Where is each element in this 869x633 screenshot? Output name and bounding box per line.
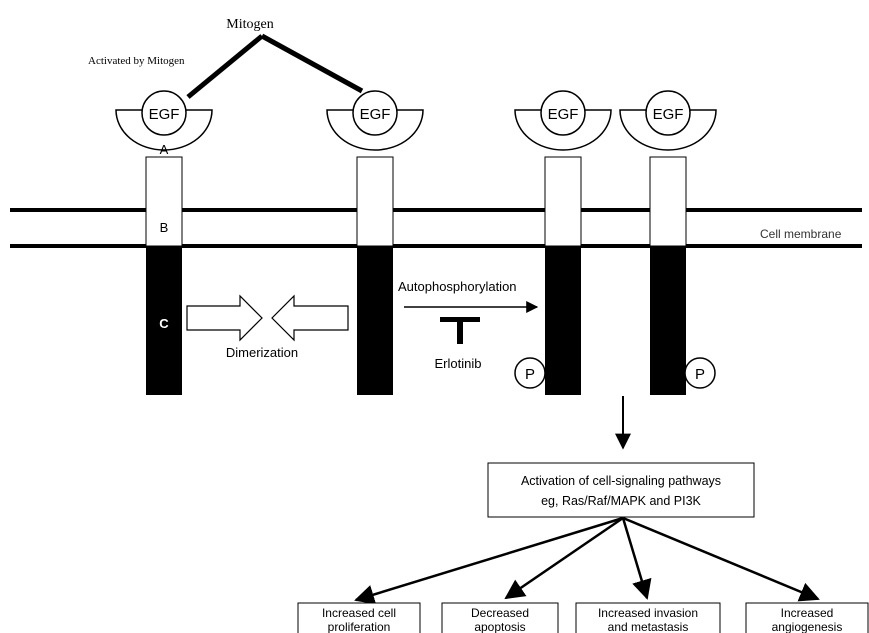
branch-arrow-apoptosis bbox=[504, 516, 624, 600]
receptor-1: EGF A B C bbox=[115, 90, 213, 395]
outcome-proliferation-line2: proliferation bbox=[328, 620, 391, 633]
receptor-2: EGF bbox=[326, 90, 424, 395]
receptor-3: EGF P bbox=[514, 90, 612, 395]
receptor-3-phosphate bbox=[514, 357, 546, 389]
branch-arrow-invasion bbox=[621, 517, 652, 600]
outcome-angiogenesis-line2: angiogenesis bbox=[772, 620, 843, 633]
receptor-4-phosphate bbox=[684, 357, 716, 389]
outcome-invasion: Increased invasion and metastasis bbox=[575, 602, 721, 633]
receptor-4: EGF P bbox=[619, 90, 717, 395]
autophosphorylation-label: Autophosphorylation bbox=[398, 279, 517, 294]
receptor-3-egf-label: EGF bbox=[548, 106, 579, 123]
receptor-4-egf bbox=[645, 90, 691, 136]
mitogen-line-left bbox=[186, 34, 264, 99]
outcome-invasion-line1: Increased invasion bbox=[598, 606, 698, 620]
inhibition-bar bbox=[440, 317, 480, 322]
receptor-3-intracellular-domain bbox=[545, 246, 581, 395]
branch-arrow-proliferation bbox=[354, 516, 624, 605]
receptor-1-egf-label: EGF bbox=[149, 106, 180, 123]
receptor-4-phosphate-label: P bbox=[695, 366, 705, 383]
erlotinib-label: Erlotinib bbox=[435, 356, 482, 371]
receptor-3-extracellular-domain bbox=[544, 156, 582, 247]
receptor-2-egf bbox=[352, 90, 398, 136]
inhibition-stem bbox=[457, 320, 463, 344]
receptor-2-extracellular-domain bbox=[356, 156, 394, 247]
branch-arrow-angiogenesis bbox=[622, 516, 820, 602]
receptor-4-egf-label: EGF bbox=[653, 106, 684, 123]
dimerization-label: Dimerization bbox=[226, 345, 298, 360]
outcome-angiogenesis: Increased angiogenesis bbox=[745, 602, 869, 633]
receptor-4-extracellular-domain bbox=[649, 156, 687, 247]
cell-membrane-label: Cell membrane bbox=[760, 227, 842, 241]
outcome-apoptosis-line2: apoptosis bbox=[474, 620, 525, 633]
domain-b-label: B bbox=[160, 220, 169, 235]
dimerization-arrow-right bbox=[186, 294, 263, 342]
domain-c-label: C bbox=[159, 316, 169, 331]
receptor-3-phosphate-label: P bbox=[525, 366, 535, 383]
outcome-proliferation: Increased cell proliferation bbox=[297, 602, 421, 633]
receptor-4-intracellular-domain bbox=[650, 246, 686, 395]
receptor-2-intracellular-domain bbox=[357, 246, 393, 395]
receptor-1-egf bbox=[141, 90, 187, 136]
outcome-apoptosis: Decreased apoptosis bbox=[441, 602, 559, 633]
receptor-1-extracellular-domain bbox=[145, 156, 183, 247]
dimerization-arrow-left bbox=[271, 294, 349, 342]
pathway-box-line2: eg, Ras/Raf/MAPK and PI3K bbox=[541, 494, 701, 508]
mitogen-label: Mitogen bbox=[226, 17, 273, 32]
domain-a-label: A bbox=[160, 142, 169, 157]
mitogen-line-right bbox=[260, 33, 364, 94]
outcome-proliferation-line1: Increased cell bbox=[322, 606, 396, 620]
outcome-invasion-line2: and metastasis bbox=[608, 620, 689, 633]
receptor-3-egf bbox=[540, 90, 586, 136]
receptor-2-egf-label: EGF bbox=[360, 106, 391, 123]
outcome-apoptosis-line1: Decreased bbox=[471, 606, 529, 620]
pathway-activation-box bbox=[487, 462, 755, 518]
activated-by-mitogen-label: Activated by Mitogen bbox=[88, 55, 185, 67]
receptor-1-intracellular-domain bbox=[146, 246, 182, 395]
pathway-box-line1: Activation of cell-signaling pathways bbox=[521, 474, 721, 488]
outcome-angiogenesis-line1: Increased bbox=[781, 606, 834, 620]
